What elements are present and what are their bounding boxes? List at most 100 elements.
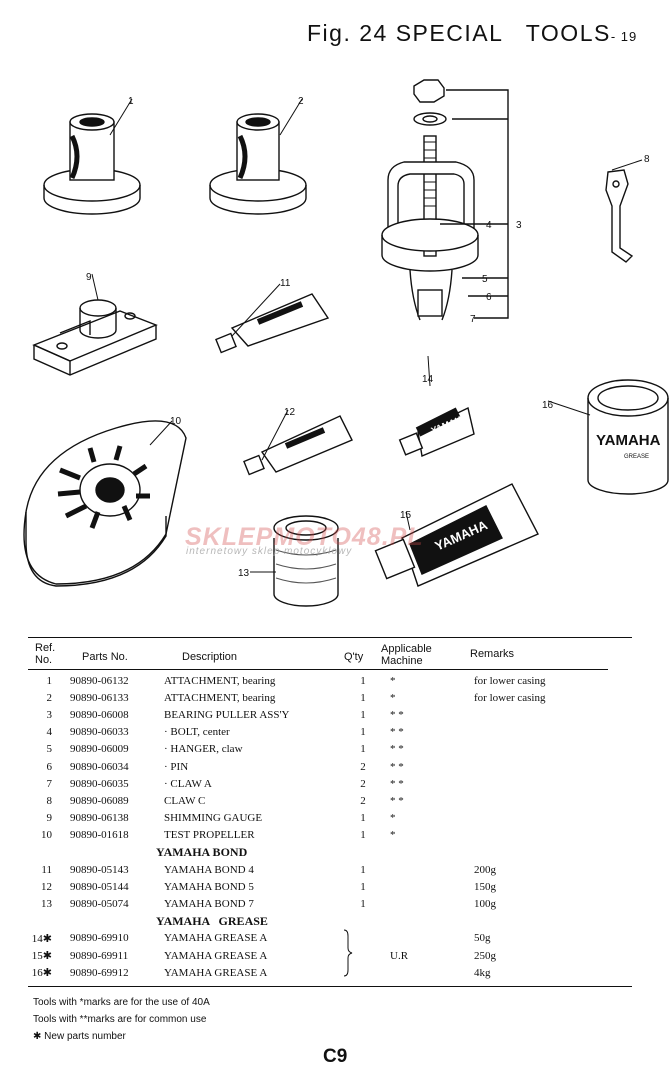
cell-desc: YAMAHA BOND 7 xyxy=(164,898,254,911)
tool-1-attachment xyxy=(43,113,141,215)
cell-rem xyxy=(474,810,632,827)
cell-desc: CLAW C xyxy=(164,794,206,807)
header-ref: Ref. No. xyxy=(35,642,55,666)
cell-desc: BEARING PULLER ASS'Y xyxy=(164,708,290,721)
cell-qty: 1 xyxy=(360,691,366,704)
callout-15: 15 xyxy=(400,510,412,521)
can16-sublabel: GREASE xyxy=(624,454,649,460)
cell-rem: 100g xyxy=(474,898,496,911)
cell-rem: for lower casing xyxy=(474,691,546,704)
cell-qty: 1 xyxy=(360,743,366,756)
can16-label: YAMAHA xyxy=(596,432,661,449)
watermark-tagline: internetowy sklep motocyklowy xyxy=(186,546,353,557)
cell-app xyxy=(382,861,474,878)
cell-qty: 1 xyxy=(360,708,366,721)
tool-12-bond-tube xyxy=(243,415,353,476)
tool-16-grease-can: YAMAHA GREASE xyxy=(587,379,669,495)
cell-qty: 2 xyxy=(360,794,366,807)
cell-qty: 1 xyxy=(360,898,366,911)
cell-rem: 50g xyxy=(474,932,491,945)
header-description: Description xyxy=(182,651,238,663)
cell-ref: 2 xyxy=(46,691,53,704)
cell-pno: 90890-06138 xyxy=(70,812,129,825)
cell-ref: 14✱ xyxy=(31,932,52,945)
cell-desc: ATTACHMENT, bearing xyxy=(164,691,276,704)
table-header-rule xyxy=(28,669,608,670)
callout-13: 13 xyxy=(238,568,250,579)
callout-10: 10 xyxy=(170,416,182,427)
cell-desc: YAMAHA GREASE A xyxy=(164,966,268,979)
cell-pno: 90890-06132 xyxy=(70,674,129,687)
cell-app xyxy=(382,878,474,895)
tool-2-attachment xyxy=(209,113,307,215)
cell-pno: 90890-06089 xyxy=(70,794,129,807)
cell-pno: 90890-01618 xyxy=(70,829,129,842)
callout-11: 11 xyxy=(280,278,291,289)
figure-title: Fig. 24 SPECIAL TOOLS- 19 xyxy=(307,20,637,47)
cell-pno: 90890-69912 xyxy=(70,966,129,979)
cell-ref: 9 xyxy=(46,812,53,825)
cell-qty: 1 xyxy=(360,880,366,893)
cell-app: U.R xyxy=(390,949,409,962)
callout-12: 12 xyxy=(284,407,296,418)
cell-rem xyxy=(474,741,632,758)
header-remarks: Remarks xyxy=(470,648,515,660)
cell-rem xyxy=(474,792,632,809)
cell-rem xyxy=(474,724,632,741)
cell-app xyxy=(382,930,474,947)
section-row: YAMAHA GREASE xyxy=(28,913,632,930)
cell-pno: 90890-05143 xyxy=(70,863,129,876)
tools-illustration: YAMAHA YAMAHA GREASE YAMAHA xyxy=(23,79,669,607)
figure-number: 24 xyxy=(359,20,388,46)
cell-rem: 250g xyxy=(474,949,496,962)
cell-app: * * xyxy=(390,794,404,807)
header-qty: Q'ty xyxy=(344,651,364,663)
cell-app: * * xyxy=(390,726,404,739)
cell-pno: 90890-06033 xyxy=(70,726,129,739)
tool-9-shimming-gauge xyxy=(32,299,158,376)
callout-7: 7 xyxy=(470,314,476,325)
cell-pno: 90890-06034 xyxy=(70,760,129,773)
cell-ref: 8 xyxy=(46,794,53,807)
cell-desc: YAMAHA GREASE A xyxy=(164,949,268,962)
table-row: 15✱ 90890-69911 YAMAHA GREASE A U.R 250g xyxy=(28,947,632,964)
callout-6: 6 xyxy=(486,292,492,303)
note-double-mark: Tools with **marks are for common use xyxy=(33,1014,207,1025)
callout-9: 9 xyxy=(86,272,92,283)
cell-app: * xyxy=(390,674,396,687)
header-applicable-line2: Machine xyxy=(381,655,423,667)
tool-11-bond-tube xyxy=(215,293,330,354)
cell-rem: 200g xyxy=(474,863,496,876)
cell-ref: 11 xyxy=(41,863,52,876)
cell-desc: · HANGER, claw xyxy=(164,743,243,756)
cell-ref: 15✱ xyxy=(31,950,52,963)
tool-3-bearing-puller xyxy=(381,79,509,321)
cell-app: * * xyxy=(390,760,404,773)
figure-year: - 19 xyxy=(610,29,638,44)
footnotes: Tools with *marks are for the use of 40A… xyxy=(33,994,210,1045)
cell-qty: 2 xyxy=(360,777,366,790)
note-new-part: ✱ New parts number xyxy=(33,1031,126,1042)
cell-pno: 90890-69911 xyxy=(70,949,129,962)
watermark-brand: SKLEPMOTO48.PL xyxy=(185,523,424,551)
section-title: YAMAHA GREASE xyxy=(156,913,268,928)
figure-prefix: Fig. xyxy=(307,20,352,46)
cell-ref: 16✱ xyxy=(31,967,52,980)
cell-desc: SHIMMING GAUGE xyxy=(164,812,263,825)
cell-ref: 12 xyxy=(41,880,52,893)
cell-app xyxy=(382,964,474,981)
callout-8: 8 xyxy=(644,154,650,165)
cell-desc: ATTACHMENT, bearing xyxy=(164,674,276,687)
cell-pno: 90890-05074 xyxy=(70,898,129,911)
header-ref-line2: No. xyxy=(35,654,53,666)
